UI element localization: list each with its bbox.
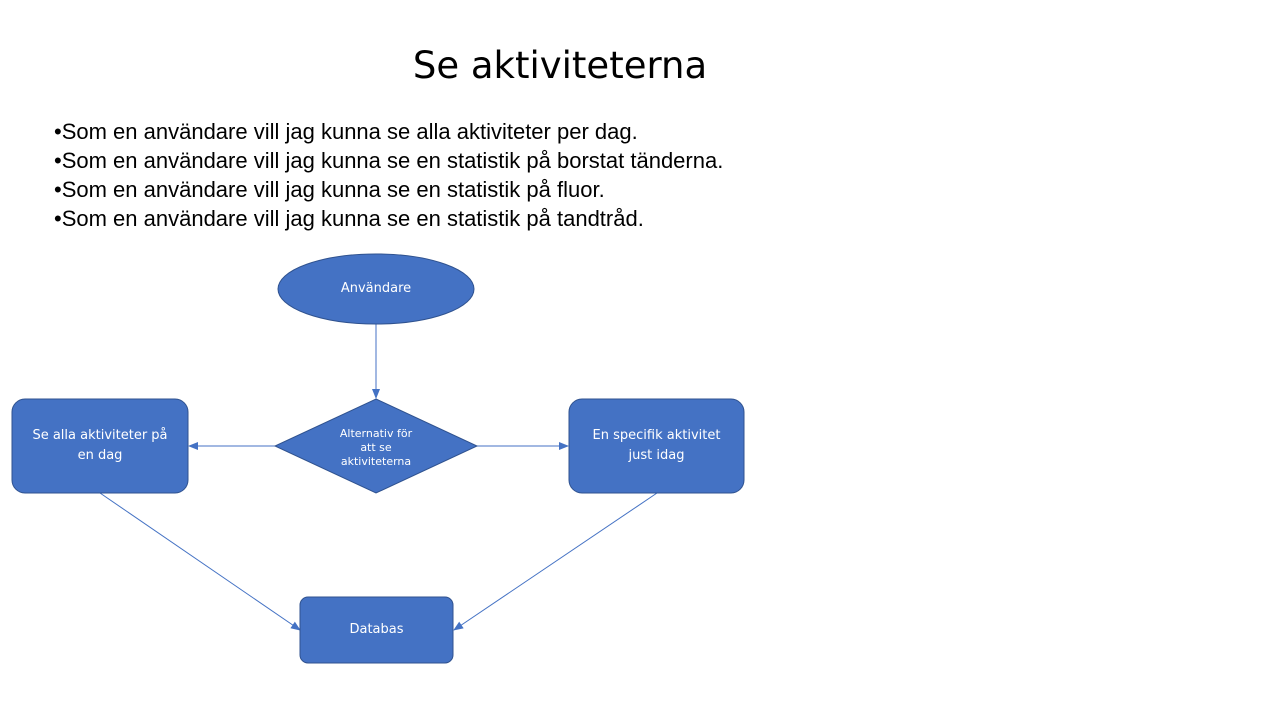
slide-title: Se aktiviteterna	[412, 44, 708, 87]
user-story-text: Som en användare vill jag kunna se en st…	[61, 177, 605, 202]
user-story-text: Som en användare vill jag kunna se en st…	[61, 148, 724, 173]
user-node	[277, 253, 475, 325]
database-node	[299, 596, 454, 664]
decision-node	[273, 398, 479, 494]
bullet-icon: •	[54, 177, 62, 202]
bullet-icon: •	[54, 119, 62, 144]
database-node-label: Databas	[349, 622, 404, 637]
connector-left-to-database	[99, 492, 301, 631]
user-story-list: •Som en användare vill jag kunna se alla…	[54, 117, 723, 233]
user-node-label: Användare	[340, 281, 412, 296]
user-story-item: •Som en användare vill jag kunna se alla…	[54, 117, 723, 146]
user-story-item: •Som en användare vill jag kunna se en s…	[54, 175, 723, 204]
bullet-icon: •	[54, 206, 62, 231]
left-process-node-label: Se alla aktiviteter på en dag	[32, 428, 168, 463]
connector-right-to-database	[453, 492, 658, 631]
bullet-icon: •	[54, 148, 62, 173]
right-process-node-label: En specifik aktivitet just idag	[592, 428, 721, 463]
left-process-node	[11, 398, 189, 494]
right-process-node	[568, 398, 745, 494]
user-story-text: Som en användare vill jag kunna se alla …	[61, 119, 638, 144]
user-story-text: Som en användare vill jag kunna se en st…	[61, 206, 644, 231]
user-story-item: •Som en användare vill jag kunna se en s…	[54, 204, 723, 233]
decision-node-label: Alternativ för att se aktiviteterna	[339, 427, 413, 468]
user-story-item: •Som en användare vill jag kunna se en s…	[54, 146, 723, 175]
